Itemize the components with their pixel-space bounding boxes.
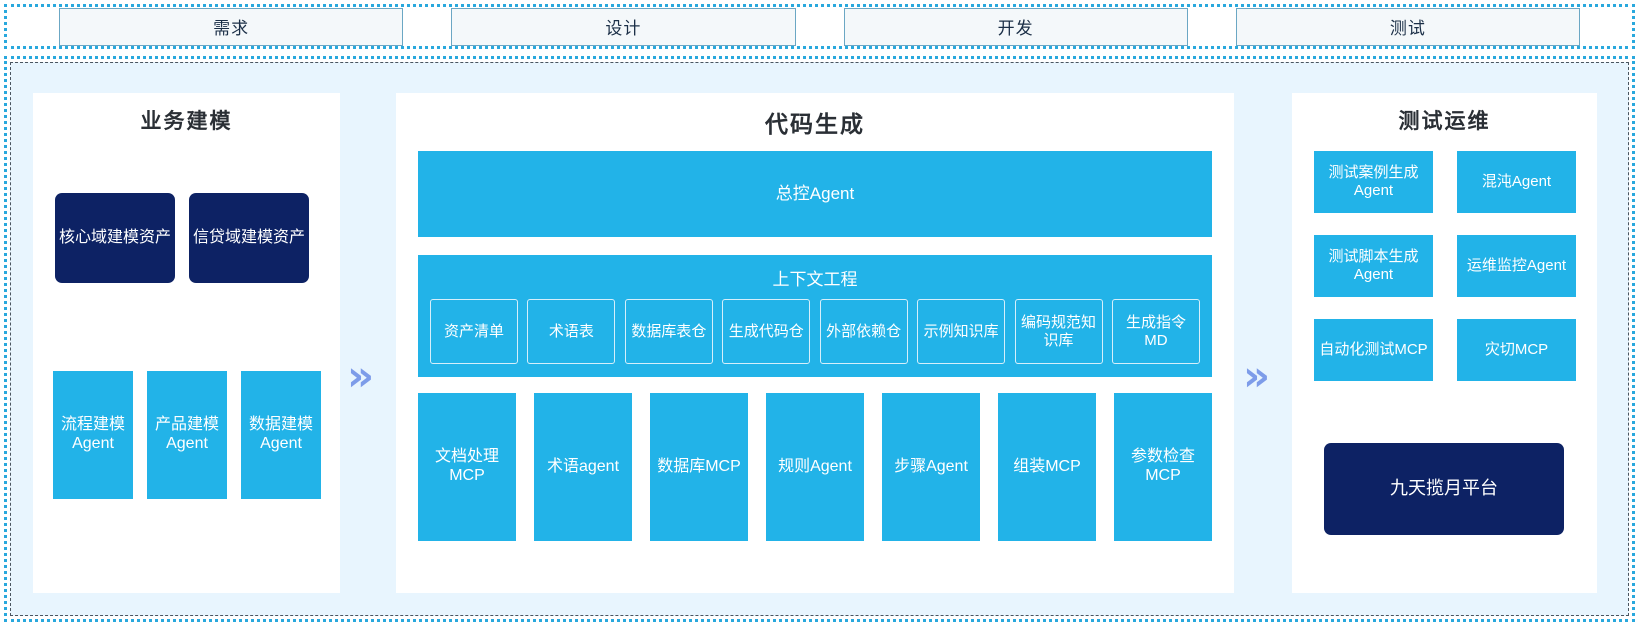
- tile-test-script-generation-agent[interactable]: 测试脚本生成Agent: [1314, 235, 1433, 297]
- chevron-right-icon-1: »: [347, 351, 375, 400]
- tile-ops-monitoring-agent[interactable]: 运维监控Agent: [1457, 235, 1576, 297]
- agent-product-modeling[interactable]: 产品建模Agent: [147, 371, 227, 499]
- panel-code-generation: 代码生成 总控Agent 上下文工程 资产清单 术语表 数据库表仓 生成代码仓 …: [396, 93, 1234, 593]
- tile-test-case-generation-agent[interactable]: 测试案例生成Agent: [1314, 151, 1433, 213]
- agent-process-modeling[interactable]: 流程建模Agent: [53, 371, 133, 499]
- tile-disaster-switch-mcp[interactable]: 灾切MCP: [1457, 319, 1576, 381]
- phase-label: 需求: [213, 19, 250, 38]
- phase-strip: 需求 设计 开发 测试: [4, 4, 1635, 49]
- platform-jiutian-lanyue[interactable]: 九天揽月平台: [1324, 443, 1564, 535]
- context-chip-external-dependency-repo[interactable]: 外部依赖仓: [819, 299, 908, 364]
- tile-chaos-agent[interactable]: 混沌Agent: [1457, 151, 1576, 213]
- tool-document-processing-mcp[interactable]: 文档处理MCP: [418, 393, 516, 541]
- tool-parameter-check-mcp[interactable]: 参数检查MCP: [1114, 393, 1212, 541]
- phase-box-design[interactable]: 设计: [451, 7, 796, 46]
- context-engineering-title: 上下文工程: [772, 270, 858, 289]
- master-control-agent[interactable]: 总控Agent: [418, 151, 1212, 237]
- asset-credit-domain[interactable]: 信贷域建模资产: [189, 193, 309, 283]
- panel-business-modeling: 业务建模 核心域建模资产 信贷域建模资产 流程建模Agent 产品建模Agent…: [33, 93, 340, 593]
- phase-box-testing[interactable]: 测试: [1235, 7, 1580, 46]
- context-engineering-block: 上下文工程 资产清单 术语表 数据库表仓 生成代码仓 外部依赖仓 示例知识库 编…: [418, 255, 1212, 377]
- context-chip-row: 资产清单 术语表 数据库表仓 生成代码仓 外部依赖仓 示例知识库 编码规范知识库…: [418, 299, 1212, 364]
- tool-glossary-agent[interactable]: 术语agent: [534, 393, 632, 541]
- tool-assembly-mcp[interactable]: 组装MCP: [998, 393, 1096, 541]
- phase-label: 开发: [997, 19, 1034, 38]
- context-chip-example-knowledge-base[interactable]: 示例知识库: [917, 299, 1006, 364]
- panel-title-test-operations: 测试运维: [1398, 110, 1491, 133]
- tile-automated-test-mcp[interactable]: 自动化测试MCP: [1314, 319, 1433, 381]
- asset-core-domain[interactable]: 核心域建模资产: [55, 193, 175, 283]
- agent-data-modeling[interactable]: 数据建模Agent: [241, 371, 321, 499]
- chevron-right-icon-2: »: [1243, 351, 1271, 400]
- phase-box-requirements[interactable]: 需求: [59, 7, 404, 46]
- tool-step-agent[interactable]: 步骤Agent: [882, 393, 980, 541]
- context-chip-generated-code-repo[interactable]: 生成代码仓: [722, 299, 811, 364]
- context-chip-db-table-repo[interactable]: 数据库表仓: [624, 299, 713, 364]
- phase-box-development[interactable]: 开发: [843, 7, 1188, 46]
- context-chip-asset-list[interactable]: 资产清单: [430, 299, 518, 364]
- test-ops-tile-grid: 测试案例生成Agent 混沌Agent 测试脚本生成Agent 运维监控Agen…: [1314, 151, 1576, 381]
- phase-label: 测试: [1389, 19, 1426, 38]
- tool-database-mcp[interactable]: 数据库MCP: [650, 393, 748, 541]
- diagram-inner-frame: 业务建模 核心域建模资产 信贷域建模资产 流程建模Agent 产品建模Agent…: [10, 62, 1629, 616]
- code-generation-tool-row: 文档处理MCP 术语agent 数据库MCP 规则Agent 步骤Agent 组…: [418, 393, 1212, 541]
- context-chip-generation-instruction-md[interactable]: 生成指令MD: [1111, 299, 1200, 364]
- context-chip-coding-standard-knowledge-base[interactable]: 编码规范知识库: [1014, 299, 1103, 364]
- diagram-main-area: 业务建模 核心域建模资产 信贷域建模资产 流程建模Agent 产品建模Agent…: [4, 56, 1635, 622]
- business-agents-row: 流程建模Agent 产品建模Agent 数据建模Agent: [53, 371, 321, 499]
- panel-title-code-generation: 代码生成: [765, 111, 865, 137]
- tool-rule-agent[interactable]: 规则Agent: [766, 393, 864, 541]
- panel-test-operations: 测试运维 测试案例生成Agent 混沌Agent 测试脚本生成Agent 运维监…: [1292, 93, 1597, 593]
- phase-label: 设计: [605, 19, 642, 38]
- context-chip-glossary[interactable]: 术语表: [527, 299, 616, 364]
- business-assets-row: 核心域建模资产 信贷域建模资产: [55, 193, 318, 283]
- panel-title-business-modeling: 业务建模: [140, 110, 233, 133]
